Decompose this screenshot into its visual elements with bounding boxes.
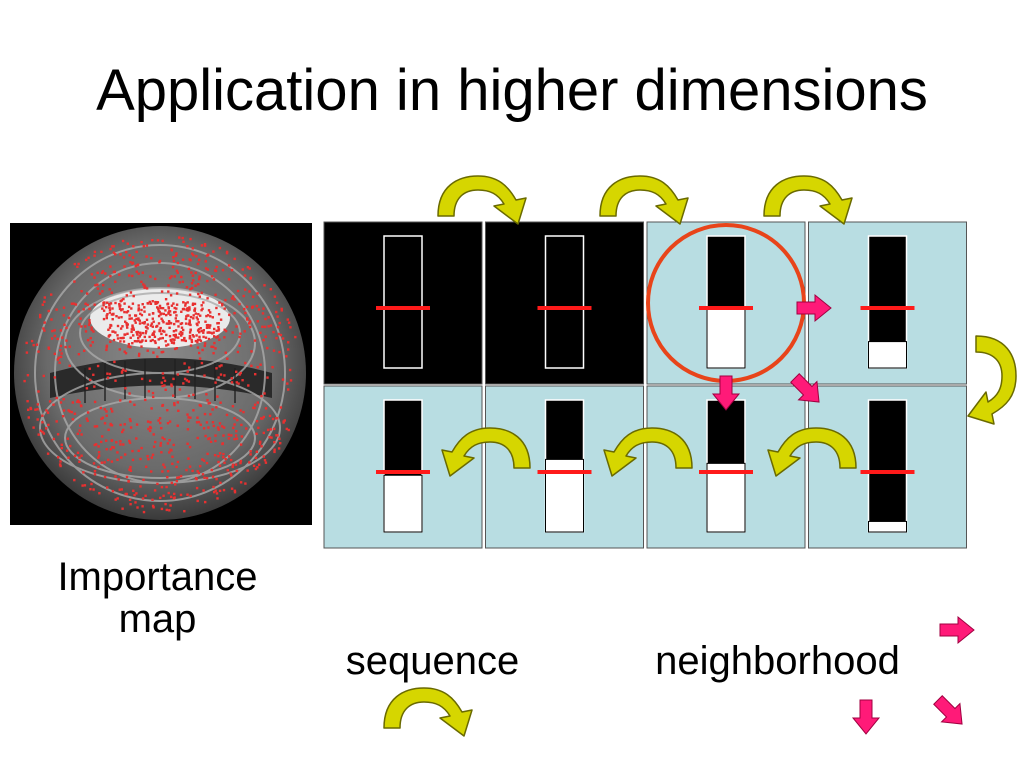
sample-points	[23, 236, 297, 514]
grid-cell-3	[646, 221, 806, 385]
sequence-arrow-2	[599, 175, 689, 225]
legend-arrow-down-right-icon	[928, 690, 972, 734]
grid-cell-2	[485, 221, 644, 385]
legend-arrow-down-icon	[852, 699, 880, 735]
sequence-arrow-1	[437, 175, 527, 225]
caption-line-2: map	[118, 597, 197, 641]
caption-line-1: Importance	[57, 555, 258, 599]
sequence-arrow-3	[763, 175, 853, 225]
grid-cell-4	[808, 221, 967, 385]
neighborhood-caption: neighborhood	[655, 639, 900, 683]
grid-cells	[323, 221, 967, 549]
grid-cell-8	[808, 385, 967, 549]
importance-map-image	[10, 223, 312, 525]
sequence-caption: sequence	[345, 639, 520, 683]
page-title: Application in higher dimensions	[96, 58, 928, 123]
legend-sequence-arrow	[383, 687, 473, 737]
grid-cell-1	[323, 221, 483, 385]
importance-map-caption: Importance map	[20, 556, 295, 640]
legend-arrow-right-icon	[939, 616, 975, 644]
sequence-arrow-turn	[967, 335, 1017, 425]
